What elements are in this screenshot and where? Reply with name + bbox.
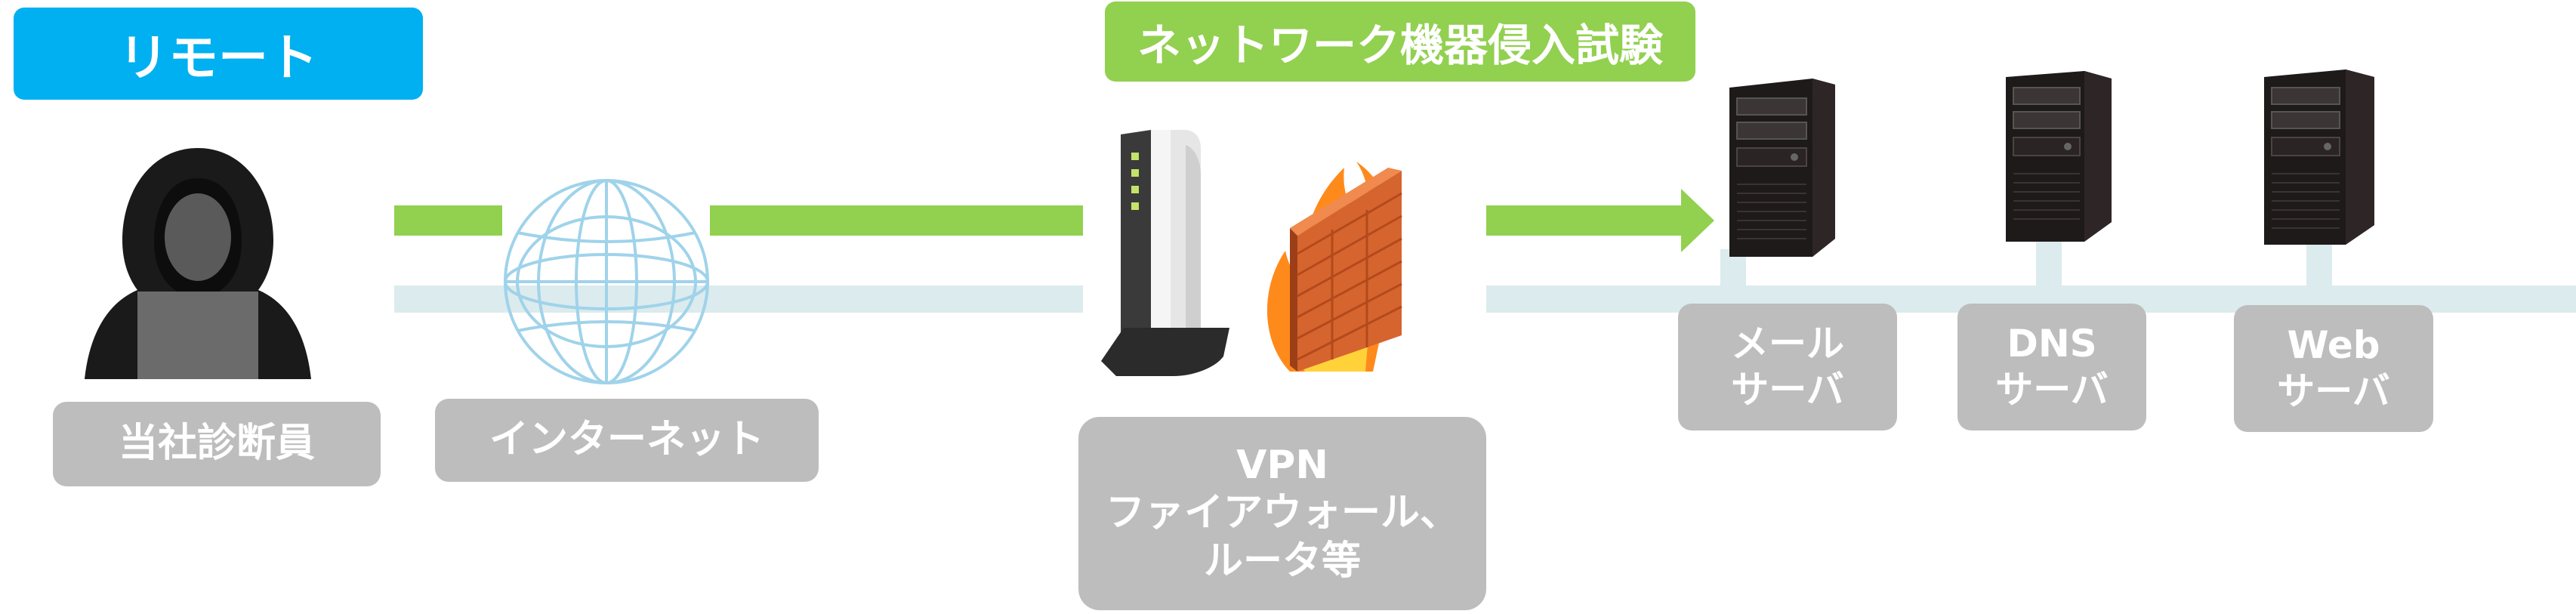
network-devices-label-line3: ルータ等 [1203,538,1361,584]
web-server-label-line2: サーバ [2277,369,2390,413]
remote-badge: リモート [14,8,423,100]
firewall-icon [1266,162,1402,372]
network-devices-label: VPN ファイアウォール、 ルータ等 [1078,417,1486,610]
server-drop-web [2306,243,2332,304]
globe-icon [504,179,709,384]
network-line-left [394,285,1083,313]
web-server-label-line1: Web [2287,323,2380,367]
attack-arrow-head [1681,189,1714,252]
mail-server-label-line1: メール [1731,322,1844,366]
web-server-label: Web サーバ [2234,305,2433,432]
dns-server-label-line2: サーバ [1995,368,2109,412]
attack-line-segment-1 [394,205,502,236]
mail-server-label-line2: サーバ [1731,368,1844,412]
mail-server-icon [1729,79,1835,257]
hooded-attacker-icon [85,148,311,379]
network-devices-label-line1: VPN [1236,442,1328,488]
attack-line-segment-2 [710,205,1083,236]
dns-server-label: DNS サーバ [1957,304,2146,430]
attack-arrow-shaft [1486,205,1683,236]
server-drop-dns [2036,240,2062,302]
mail-server-label: メール サーバ [1678,304,1897,430]
server-drop-mail [1720,249,1746,302]
internet-label: インターネット [435,399,819,482]
diagnostician-label: 当社診断員 [53,402,381,486]
dns-server-label-line1: DNS [2007,322,2097,366]
router-icon [1101,130,1229,376]
network-intrusion-test-badge: ネットワーク機器侵入試験 [1105,2,1695,82]
dns-server-icon [2006,71,2112,242]
network-devices-label-line2: ファイアウォール、 [1105,490,1459,536]
web-server-icon [2264,69,2374,245]
